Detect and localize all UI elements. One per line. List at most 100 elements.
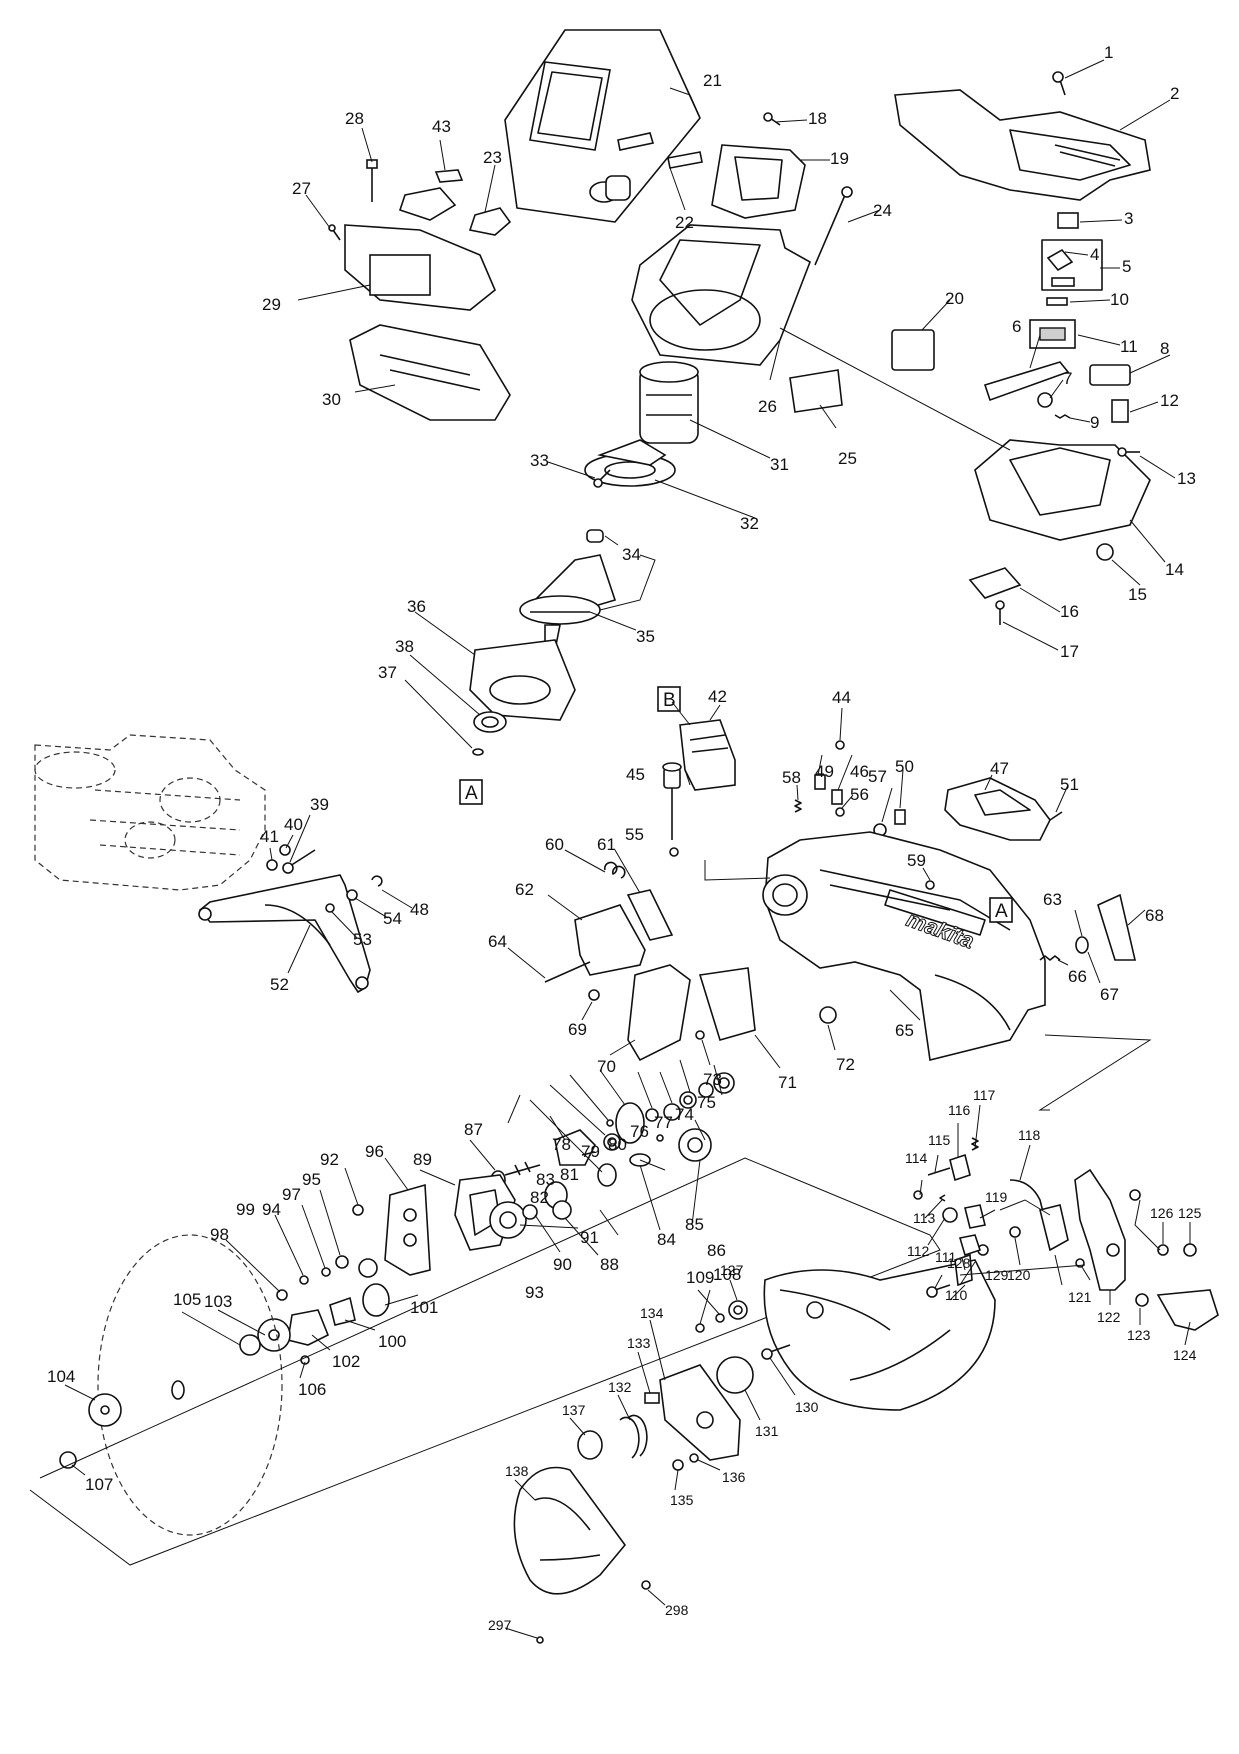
callout-121: 121 bbox=[1068, 1289, 1092, 1305]
callout-110: 110 bbox=[945, 1287, 968, 1303]
callout-96: 96 bbox=[365, 1142, 384, 1161]
callout-13: 13 bbox=[1177, 469, 1196, 488]
callout-53: 53 bbox=[353, 930, 372, 949]
callout-112: 112 bbox=[907, 1243, 930, 1259]
callout-34: 34 bbox=[622, 545, 641, 564]
ref-mark-a-2: A bbox=[995, 901, 1008, 922]
callout-71: 71 bbox=[778, 1073, 797, 1092]
callout-68: 68 bbox=[1145, 906, 1164, 925]
callout-92: 92 bbox=[320, 1150, 339, 1169]
callout-82: 82 bbox=[530, 1188, 549, 1207]
callout-42: 42 bbox=[708, 687, 727, 706]
callout-138: 138 bbox=[505, 1463, 529, 1479]
callout-1: 1 bbox=[1104, 43, 1113, 62]
callout-22: 22 bbox=[675, 213, 694, 232]
callout-95: 95 bbox=[302, 1170, 321, 1189]
part-group-armature bbox=[469, 529, 617, 756]
callout-60: 60 bbox=[545, 835, 564, 854]
callout-297: 297 bbox=[488, 1617, 512, 1633]
callout-17: 17 bbox=[1060, 642, 1079, 661]
callout-122: 122 bbox=[1097, 1309, 1121, 1325]
callout-70: 70 bbox=[597, 1057, 616, 1076]
callout-97: 97 bbox=[282, 1185, 301, 1204]
part-group-blade bbox=[29, 1157, 941, 1566]
callout-131: 131 bbox=[755, 1423, 779, 1439]
callout-86: 86 bbox=[707, 1241, 726, 1260]
callout-62: 62 bbox=[515, 880, 534, 899]
part-group-spring-brackets bbox=[544, 861, 756, 1062]
part-group-gear-train bbox=[239, 1072, 735, 1365]
part-group-mini-motor-sketch bbox=[34, 734, 383, 994]
callout-labels: 1 2 3 4 5 6 7 8 9 10 11 12 13 14 15 16 1… bbox=[47, 43, 1202, 1633]
callout-88: 88 bbox=[600, 1255, 619, 1274]
part-group-reference-marks: A B A bbox=[459, 686, 1013, 923]
callout-136: 136 bbox=[722, 1469, 746, 1485]
callout-6: 6 bbox=[1012, 317, 1021, 336]
callout-64: 64 bbox=[488, 932, 507, 951]
callout-55: 55 bbox=[625, 825, 644, 844]
callout-48: 48 bbox=[410, 900, 429, 919]
callout-10: 10 bbox=[1110, 290, 1129, 309]
callout-76: 76 bbox=[630, 1122, 649, 1141]
callout-15: 15 bbox=[1128, 585, 1147, 604]
callout-54: 54 bbox=[383, 909, 402, 928]
callout-3: 3 bbox=[1124, 209, 1133, 228]
callout-132: 132 bbox=[608, 1379, 632, 1395]
callout-85: 85 bbox=[685, 1215, 704, 1234]
callout-12: 12 bbox=[1160, 391, 1179, 410]
callout-103: 103 bbox=[204, 1292, 232, 1311]
callout-23: 23 bbox=[483, 148, 502, 167]
callout-36: 36 bbox=[407, 597, 426, 616]
callout-38: 38 bbox=[395, 637, 414, 656]
callout-118: 118 bbox=[1018, 1127, 1041, 1143]
callout-21: 21 bbox=[703, 71, 722, 90]
callout-50: 50 bbox=[895, 757, 914, 776]
callout-66: 66 bbox=[1068, 967, 1087, 986]
callout-84: 84 bbox=[657, 1230, 676, 1249]
callout-56: 56 bbox=[850, 785, 869, 804]
callout-123: 123 bbox=[1127, 1327, 1151, 1343]
callout-94: 94 bbox=[262, 1200, 281, 1219]
part-group-handle-right bbox=[789, 71, 1151, 625]
callout-69: 69 bbox=[568, 1020, 587, 1039]
part-group-handle-left bbox=[328, 159, 512, 421]
callout-46: 46 bbox=[850, 762, 869, 781]
callout-106: 106 bbox=[298, 1380, 326, 1399]
callout-32: 32 bbox=[740, 514, 759, 533]
callout-67: 67 bbox=[1100, 985, 1119, 1004]
callout-130: 130 bbox=[795, 1399, 819, 1415]
callout-73: 73 bbox=[703, 1070, 722, 1089]
ref-mark-b: B bbox=[663, 690, 676, 711]
callout-114: 114 bbox=[905, 1150, 928, 1166]
callout-43: 43 bbox=[432, 117, 451, 136]
callout-137: 137 bbox=[562, 1402, 586, 1418]
callout-105: 105 bbox=[173, 1290, 201, 1309]
callout-26: 26 bbox=[758, 397, 777, 416]
callout-5: 5 bbox=[1122, 257, 1131, 276]
callout-90: 90 bbox=[553, 1255, 572, 1274]
callout-77: 77 bbox=[654, 1113, 673, 1132]
callout-29: 29 bbox=[262, 295, 281, 314]
callout-8: 8 bbox=[1160, 339, 1169, 358]
callout-116: 116 bbox=[948, 1102, 971, 1118]
callout-298: 298 bbox=[665, 1602, 689, 1618]
callout-16: 16 bbox=[1060, 602, 1079, 621]
callout-100: 100 bbox=[378, 1332, 406, 1351]
callout-93: 93 bbox=[525, 1283, 544, 1302]
callout-25: 25 bbox=[838, 449, 857, 468]
part-group-lower-guard bbox=[513, 1259, 996, 1644]
callout-28: 28 bbox=[345, 109, 364, 128]
callout-99: 99 bbox=[236, 1200, 255, 1219]
callout-91: 91 bbox=[580, 1228, 599, 1247]
callout-59: 59 bbox=[907, 851, 926, 870]
callout-58: 58 bbox=[782, 768, 801, 787]
callout-65: 65 bbox=[895, 1021, 914, 1040]
callout-119: 119 bbox=[985, 1189, 1008, 1205]
callout-80: 80 bbox=[608, 1135, 627, 1154]
callout-117: 117 bbox=[973, 1087, 996, 1103]
callout-9: 9 bbox=[1090, 413, 1099, 432]
callout-75: 75 bbox=[697, 1093, 716, 1112]
callout-133: 133 bbox=[627, 1335, 651, 1351]
callout-111: 111 bbox=[935, 1249, 956, 1265]
callout-104: 104 bbox=[47, 1367, 75, 1386]
